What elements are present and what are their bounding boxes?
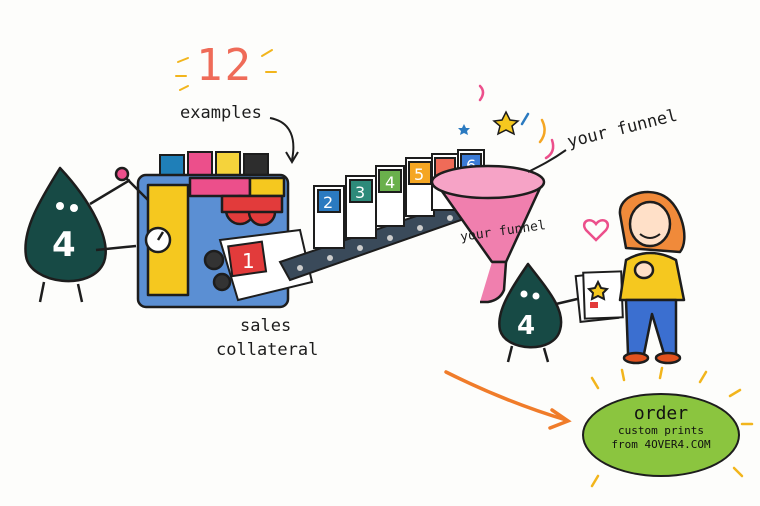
page-label-1: 1 [242,249,255,273]
mascot-badge-right: 4 [517,311,535,341]
examples-arrow [269,117,295,161]
cta-sparkle-icon [590,366,754,488]
page-label-3: 3 [355,183,365,202]
held-prints [574,270,624,323]
collateral-label-line1: sales [240,316,292,336]
collateral-label-line2: collateral [216,340,319,360]
page-label-2: 2 [323,193,333,212]
page-label-4: 4 [385,173,395,192]
ink-cans [159,151,269,178]
star-icon-small [458,124,470,135]
star-icon [492,110,520,136]
page-1: 1 [218,228,314,302]
ink-drop-mascot-icon [24,166,137,303]
order-cta-line1: custom prints [617,424,705,437]
order-cta-line2: from 4OVER4.COM [611,438,711,451]
cta-arrow [444,370,568,422]
order-cta-title: order [633,403,689,424]
order-cta-button[interactable]: order custom prints from 4OVER4.COM [582,393,740,477]
confetti [478,84,555,160]
examples-label: examples [180,103,262,123]
sparkle-icon [175,49,277,91]
examples-count: 12 [196,40,253,91]
person-icon [618,190,686,365]
page-label-5: 5 [414,165,424,184]
mascot-badge-left: 4 [52,225,76,265]
ink-drop-mascot-icon-right [498,262,591,363]
heart-icon [582,219,610,242]
funnel-icon [430,164,546,304]
